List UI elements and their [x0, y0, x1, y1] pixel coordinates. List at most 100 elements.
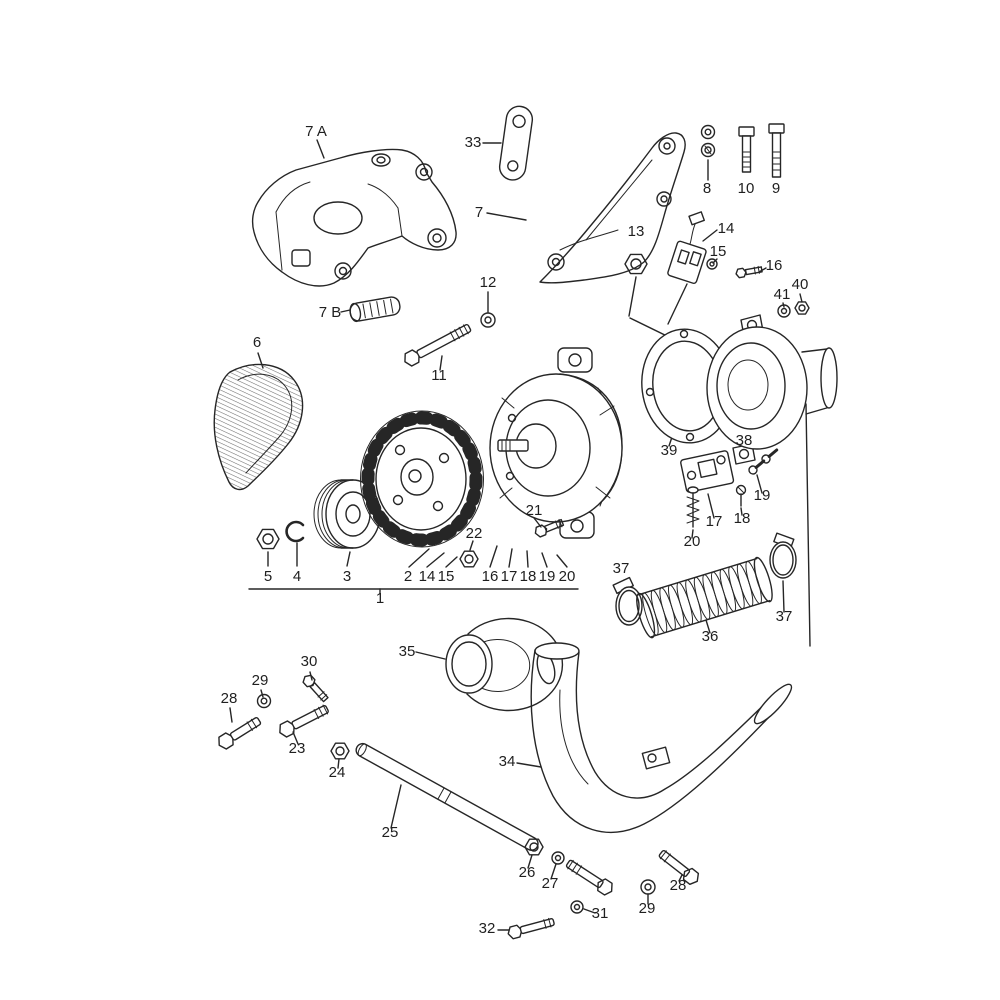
part-screw-16 [734, 265, 763, 279]
part-label-5: 5 [264, 568, 272, 585]
part-label-7b: 7 B [319, 304, 342, 321]
part-label-14: 14 [718, 220, 735, 237]
part-label-29-right: 29 [639, 900, 656, 917]
part-alternator-1 [489, 347, 623, 539]
part-screw-18 [735, 484, 747, 507]
part-fan-2 [360, 410, 484, 548]
part-rod-25 [355, 742, 539, 851]
part-label-17: 17 [706, 513, 723, 530]
part-label-32: 32 [479, 920, 496, 937]
part-label-37-left: 37 [613, 560, 630, 577]
part-label-15b: 15 [438, 568, 455, 585]
part-label-15: 15 [710, 243, 727, 260]
part-label-34: 34 [499, 753, 516, 770]
part-bolt-11 [401, 323, 472, 369]
part-label-9: 9 [772, 180, 780, 197]
part-label-37-right: 37 [776, 608, 793, 625]
part-regulator-17 [680, 450, 735, 493]
part-washer-29-left [256, 693, 272, 709]
part-air-duct-34 [530, 642, 793, 833]
part-washer-29-right [640, 879, 656, 895]
part-label-33: 33 [465, 134, 482, 151]
part-gasket-39 [641, 328, 733, 444]
part-washer-12 [480, 312, 496, 328]
part-screws-19 [748, 448, 779, 475]
part-bolt-28-left [214, 716, 262, 752]
part-mount-bracket-7a [251, 148, 457, 287]
part-label-26: 26 [519, 864, 536, 881]
part-label-12: 12 [480, 274, 497, 291]
part-label-28-right: 28 [670, 877, 687, 894]
part-bolt-washer-31 [565, 859, 616, 914]
part-label-2: 2 [404, 568, 412, 585]
part-label-7a: 7 A [305, 123, 327, 140]
part-label-36: 36 [702, 628, 719, 645]
part-nut-40 [794, 301, 810, 315]
part-label-1: 1 [376, 590, 384, 607]
part-label-27: 27 [542, 875, 559, 892]
part-bolt-32 [506, 917, 555, 941]
part-hose-36 [636, 556, 773, 639]
part-label-20b: 20 [559, 568, 576, 585]
part-elbow-duct-35 [445, 617, 564, 712]
part-bolt-9 [768, 123, 785, 178]
part-washers-8 [700, 124, 716, 158]
part-clamp-37-right [769, 532, 797, 579]
part-label-24: 24 [329, 764, 346, 781]
part-label-23: 23 [289, 740, 306, 757]
part-label-38: 38 [736, 432, 753, 449]
part-label-16b: 16 [482, 568, 499, 585]
part-label-22: 22 [466, 525, 483, 542]
part-nut-26 [524, 838, 544, 856]
part-strap-33 [498, 105, 534, 181]
part-label-25: 25 [382, 824, 399, 841]
part-washer-41 [777, 304, 791, 318]
part-label-8: 8 [703, 180, 711, 197]
part-nut-5 [256, 528, 280, 550]
part-clamp-37-left [612, 576, 643, 626]
part-label-13: 13 [628, 223, 645, 240]
part-nut-22 [459, 550, 479, 568]
part-bolt-21 [533, 518, 565, 539]
part-washer-15 [706, 258, 718, 270]
part-label-29-left: 29 [252, 672, 269, 689]
part-label-11: 11 [431, 367, 447, 384]
part-nut-24 [330, 742, 350, 760]
part-label-7: 7 [475, 204, 483, 221]
part-label-20: 20 [684, 533, 701, 550]
part-label-19b: 19 [539, 568, 556, 585]
part-spacer-sleeve-7b [349, 296, 401, 323]
part-label-19: 19 [754, 487, 771, 504]
part-rear-cover-38 [706, 314, 838, 465]
part-label-31: 31 [592, 905, 609, 922]
part-support-bracket-7 [539, 132, 686, 284]
part-label-30: 30 [301, 653, 318, 670]
part-label-35: 35 [399, 643, 416, 660]
part-label-16: 16 [766, 257, 783, 274]
part-washer-27 [551, 851, 565, 865]
part-label-28-left: 28 [221, 690, 238, 707]
part-bolt-28-right [658, 849, 703, 888]
part-brush-holder-14 [667, 211, 707, 284]
part-v-belt-6 [213, 363, 304, 491]
part-nut-13 [624, 253, 648, 275]
part-label-41: 41 [774, 286, 791, 303]
part-bolt-10 [738, 126, 755, 173]
part-label-17b: 17 [501, 568, 518, 585]
part-circlip-4 [285, 520, 305, 543]
part-label-21: 21 [526, 502, 543, 519]
part-screw-30 [300, 672, 329, 703]
part-screw-20 [686, 486, 700, 528]
part-label-4: 4 [293, 568, 301, 585]
part-label-3: 3 [343, 568, 351, 585]
part-label-40: 40 [792, 276, 809, 293]
part-label-14b: 14 [419, 568, 436, 585]
part-label-18: 18 [734, 510, 751, 527]
part-label-10: 10 [738, 180, 755, 197]
part-label-6: 6 [253, 334, 261, 351]
part-label-18b: 18 [520, 568, 537, 585]
part-bolt-23 [276, 704, 329, 740]
